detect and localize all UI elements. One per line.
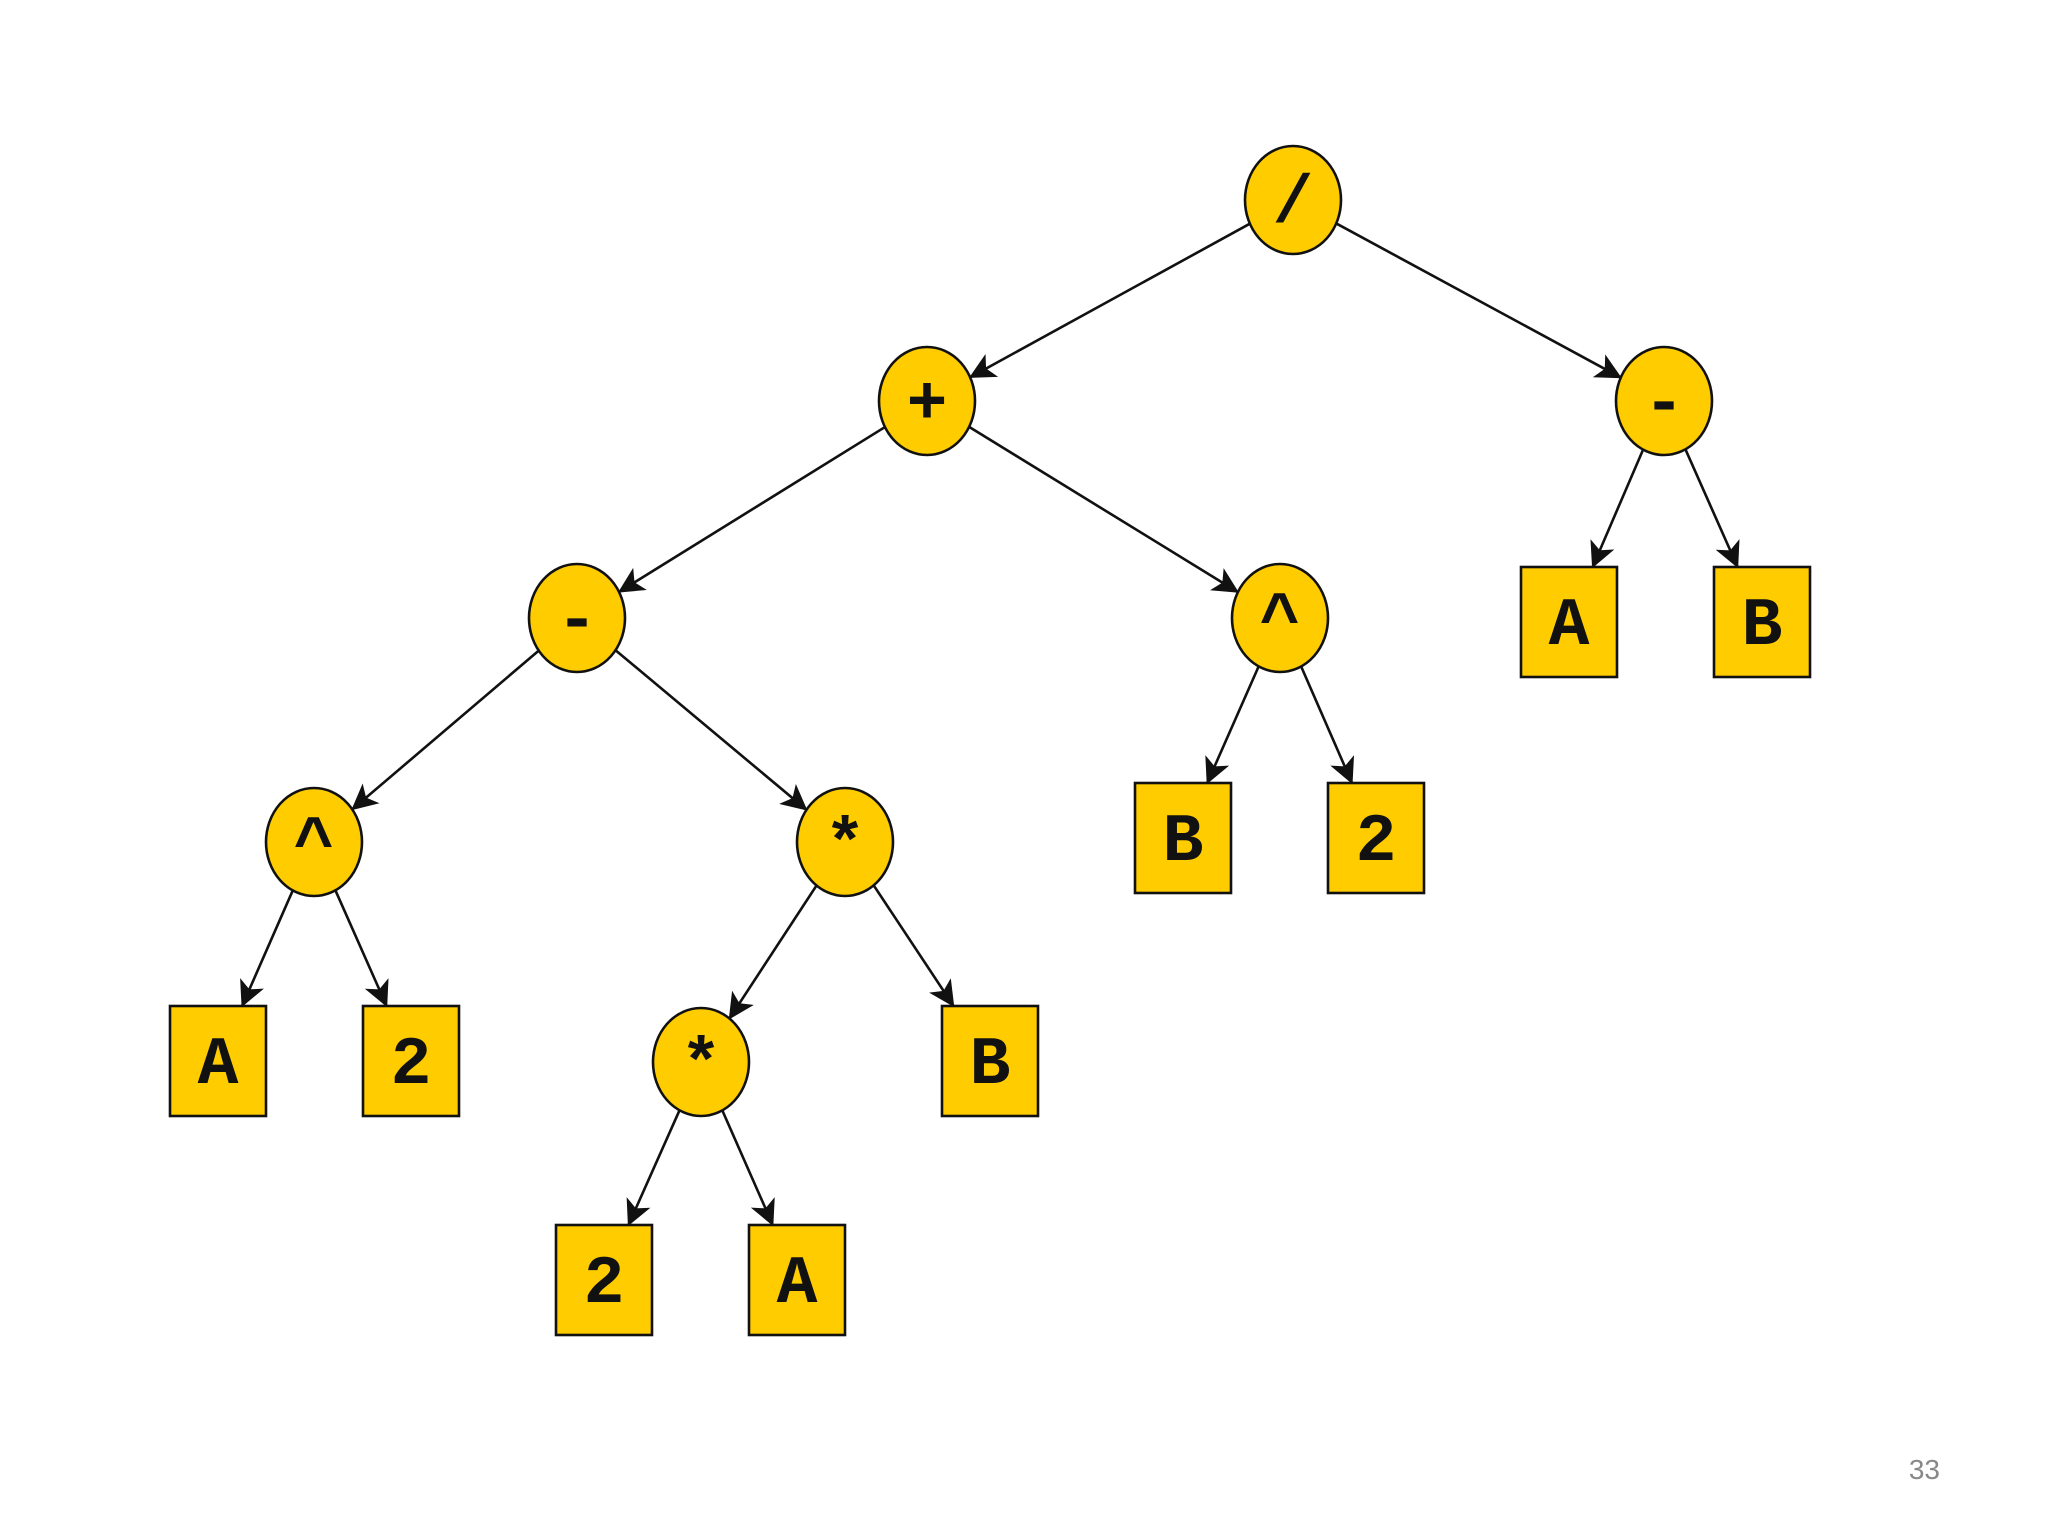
edge-minus_l-to-pow_l bbox=[351, 649, 540, 811]
edges-layer bbox=[240, 222, 1740, 1227]
node-label: ^ bbox=[294, 808, 335, 885]
operand-node-leaf_b3: B bbox=[1712, 565, 1812, 679]
node-label: B bbox=[970, 1027, 1011, 1104]
node-label: B bbox=[1163, 804, 1204, 881]
edge-div-to-minus_r bbox=[1335, 222, 1622, 379]
operator-node-minus_l: - bbox=[527, 562, 627, 674]
operator-circle bbox=[795, 786, 895, 898]
operand-node-leaf_23: 2 bbox=[1326, 781, 1426, 895]
edge-minus_l-to-mul_a bbox=[614, 649, 808, 811]
operator-node-div: / bbox=[1243, 144, 1343, 256]
edge-minus_r-to-leaf_a3 bbox=[1590, 449, 1645, 569]
edge-div-to-plus bbox=[968, 222, 1251, 379]
operand-box bbox=[168, 1004, 268, 1118]
operand-box bbox=[1519, 565, 1619, 679]
operand-box bbox=[554, 1223, 654, 1337]
operand-node-leaf_22: 2 bbox=[554, 1223, 654, 1337]
edge-mul_b-to-leaf_a2 bbox=[721, 1109, 775, 1227]
operator-node-plus: + bbox=[877, 345, 977, 457]
node-label: A bbox=[1549, 588, 1590, 665]
page-number: 33 bbox=[1908, 1454, 1940, 1485]
operator-node-pow_r: ^ bbox=[1230, 562, 1330, 674]
edge-plus-to-minus_l bbox=[617, 425, 886, 594]
operand-box bbox=[1712, 565, 1812, 679]
edge-mul_a-to-leaf_b1 bbox=[872, 884, 955, 1008]
node-label: - bbox=[557, 584, 598, 661]
edge-pow_r-to-leaf_b2 bbox=[1205, 665, 1260, 785]
operand-box bbox=[747, 1223, 847, 1337]
operand-box bbox=[1326, 781, 1426, 895]
operator-node-pow_l: ^ bbox=[264, 786, 364, 898]
operator-circle bbox=[651, 1006, 751, 1118]
node-label: * bbox=[825, 808, 866, 885]
edge-mul_b-to-leaf_22 bbox=[626, 1109, 681, 1227]
operator-circle bbox=[1230, 562, 1330, 674]
edge-mul_a-to-mul_b bbox=[728, 884, 818, 1020]
operand-node-leaf_21: 2 bbox=[361, 1004, 461, 1118]
node-label: - bbox=[1644, 367, 1685, 444]
node-label: 2 bbox=[391, 1027, 432, 1104]
node-label: ^ bbox=[1260, 584, 1301, 661]
node-label: * bbox=[681, 1028, 722, 1105]
operand-node-leaf_b2: B bbox=[1133, 781, 1233, 895]
edge-pow_r-to-leaf_23 bbox=[1299, 665, 1355, 785]
operator-node-mul_a: * bbox=[795, 786, 895, 898]
operand-node-leaf_a3: A bbox=[1519, 565, 1619, 679]
operator-circle bbox=[1614, 345, 1714, 457]
operator-node-minus_r: - bbox=[1614, 345, 1714, 457]
node-label: A bbox=[777, 1246, 818, 1323]
edge-pow_l-to-leaf_21 bbox=[334, 889, 389, 1008]
node-label: 2 bbox=[584, 1246, 625, 1323]
operand-node-leaf_a1: A bbox=[168, 1004, 268, 1118]
node-label: 2 bbox=[1356, 804, 1397, 881]
operator-circle bbox=[527, 562, 627, 674]
node-label: + bbox=[907, 367, 948, 444]
operand-node-leaf_b1: B bbox=[940, 1004, 1040, 1118]
edge-pow_l-to-leaf_a1 bbox=[240, 889, 294, 1008]
node-label: / bbox=[1273, 166, 1314, 243]
operator-circle bbox=[877, 345, 977, 457]
operand-box bbox=[940, 1004, 1040, 1118]
operator-circle bbox=[1243, 144, 1343, 256]
edge-plus-to-pow_r bbox=[968, 425, 1239, 594]
edge-minus_r-to-leaf_b3 bbox=[1684, 448, 1740, 569]
operand-node-leaf_a2: A bbox=[747, 1223, 847, 1337]
operand-box bbox=[361, 1004, 461, 1118]
operand-box bbox=[1133, 781, 1233, 895]
operator-node-mul_b: * bbox=[651, 1006, 751, 1118]
node-label: B bbox=[1742, 588, 1783, 665]
operator-circle bbox=[264, 786, 364, 898]
node-label: A bbox=[198, 1027, 239, 1104]
